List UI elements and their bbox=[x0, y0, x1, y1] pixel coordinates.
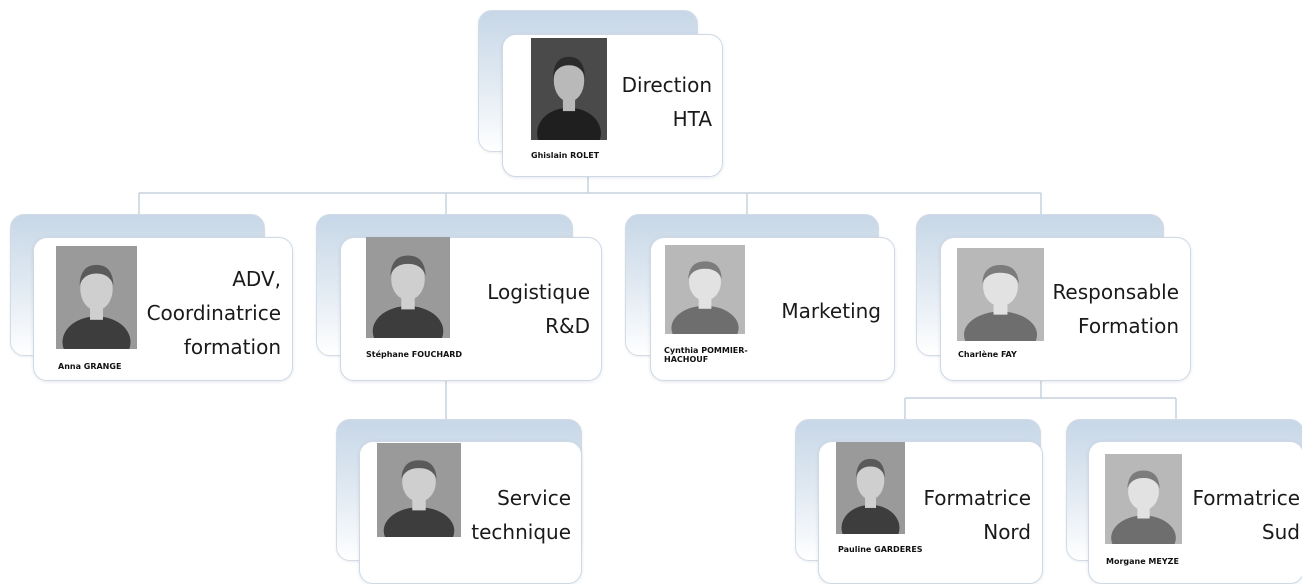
person-name-line: HACHOUF bbox=[664, 355, 709, 364]
role-title-line: Formatrice bbox=[1192, 486, 1300, 510]
person-name: Ghislain ROLET bbox=[531, 151, 600, 160]
role-title: ADV, Coordinatrice formation bbox=[140, 262, 281, 364]
person-silhouette-icon bbox=[836, 442, 905, 534]
role-title-line: Marketing bbox=[781, 299, 881, 323]
role-title-line: HTA bbox=[672, 107, 712, 131]
role-title-line: Responsable bbox=[1052, 280, 1179, 304]
role-title-line: formation bbox=[183, 335, 281, 359]
role-title-line: Service bbox=[497, 486, 571, 510]
role-title-line: technique bbox=[471, 520, 571, 544]
person-silhouette-icon bbox=[366, 237, 450, 338]
person-silhouette-icon bbox=[957, 248, 1044, 341]
person-photo bbox=[366, 237, 450, 338]
person-photo bbox=[531, 38, 607, 140]
person-name: Pauline GARDERES bbox=[838, 545, 923, 554]
person-photo bbox=[1105, 454, 1182, 544]
role-title-line: Formatrice bbox=[923, 486, 1031, 510]
role-title-line: ADV, bbox=[232, 267, 281, 291]
role-title: Marketing bbox=[760, 294, 881, 328]
role-title-line: Formation bbox=[1078, 314, 1179, 338]
role-title-line: Direction bbox=[621, 73, 712, 97]
person-name: Anna GRANGE bbox=[58, 362, 122, 371]
person-photo bbox=[836, 442, 905, 534]
person-name: Stéphane FOUCHARD bbox=[366, 350, 463, 359]
person-name: Charlène FAY bbox=[958, 350, 1017, 359]
person-photo bbox=[56, 246, 137, 349]
role-title-line: Nord bbox=[983, 520, 1031, 544]
person-photo bbox=[377, 443, 461, 537]
person-silhouette-icon bbox=[377, 443, 461, 537]
person-silhouette-icon bbox=[665, 245, 745, 334]
person-silhouette-icon bbox=[56, 246, 137, 349]
person-silhouette-icon bbox=[531, 38, 607, 140]
person-photo bbox=[665, 245, 745, 334]
person-photo bbox=[957, 248, 1044, 341]
person-silhouette-icon bbox=[1105, 454, 1182, 544]
person-name: Cynthia POMMIER-HACHOUF bbox=[664, 346, 754, 364]
role-title-line: Sud bbox=[1261, 520, 1300, 544]
role-title-line: R&D bbox=[545, 314, 590, 338]
role-title-line: Logistique bbox=[487, 280, 590, 304]
role-title: Service technique bbox=[465, 481, 571, 549]
role-title-line: Coordinatrice bbox=[146, 301, 281, 325]
person-name-line: Cynthia POMMIER- bbox=[664, 346, 748, 355]
person-name: Morgane MEYZE bbox=[1106, 557, 1179, 566]
